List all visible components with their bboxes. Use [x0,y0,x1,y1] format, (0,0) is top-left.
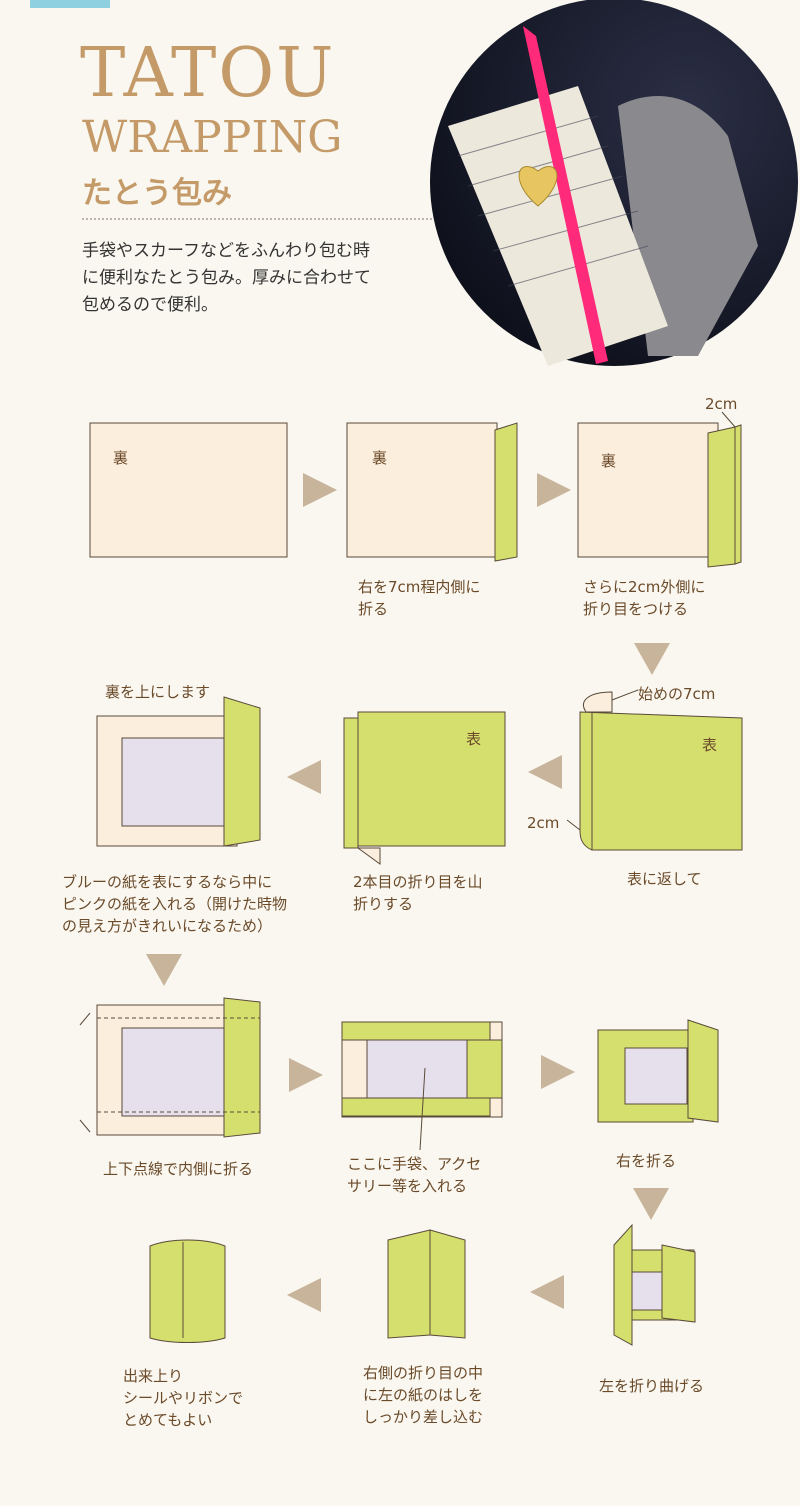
title-japanese: たとう包み [82,176,232,211]
label-back: 裏 [113,449,129,467]
step8-right-fold [466,1039,503,1099]
step5-back-flap [343,717,359,849]
step4-curl [583,691,613,713]
step3-caption: さらに2cm外側に 折り目をつける [583,578,706,618]
ribbon-image [523,26,608,364]
label-2cm: 2cm [527,814,560,832]
step6-caption: ブルーの紙を表にするなら中に ピンクの紙を入れる（開けた時物 の見え方がきれいに… [62,873,288,935]
arrow-right-icon [303,473,337,507]
step2-paper [346,422,498,558]
step5-paper [357,711,506,847]
label-first-7cm: 始めの7cm [638,685,716,703]
arrow-left-icon [530,1275,564,1309]
arrow-right-icon [537,473,571,507]
dotted-divider [82,218,432,220]
step10-left-fold [613,1223,633,1346]
arrow-right-icon [541,1055,575,1089]
heart-seal-image [518,165,558,207]
wrapped-roll-image [448,86,668,366]
step12-finished-wrap [149,1239,226,1343]
step3-paper [577,422,719,558]
step9-right-fold [687,1019,719,1123]
label-2cm: 2cm [705,395,738,413]
label-back: 裏 [601,452,617,470]
product-photo [430,0,798,366]
title-wrapping: WRAPPING [82,112,343,163]
label-front: 表 [466,730,482,748]
step5-caption: 2本目の折り目を山 折りする [353,873,483,913]
top-tab-decoration [30,0,110,8]
step8-caption: ここに手袋、アクセ サリー等を入れる [347,1155,482,1195]
label-back-up: 裏を上にします [105,683,211,701]
label-back: 裏 [372,449,388,467]
step12-caption: 出来上り シールやリボンで とめてもよい [123,1367,244,1429]
step8-bottom-fold [341,1097,491,1117]
step7-fold [223,997,261,1138]
arrow-left-icon [287,760,321,794]
step3-fold-outer [734,424,742,565]
arrow-down-icon [146,954,182,986]
step11-caption: 右側の折り目の中 に左の紙のはしを しっかり差し込む [363,1364,484,1426]
step2-caption: 右を7cm程内側に 折る [358,578,481,618]
step9-inner-paper [624,1047,688,1105]
step6-fold [223,696,261,847]
step4-paper [579,711,743,851]
arrow-down-icon [633,1188,669,1220]
arrow-left-icon [287,1278,321,1312]
step8-top-fold [341,1021,491,1041]
step7-inner-paper [121,1027,225,1117]
step11-paper [387,1229,431,1339]
step7-caption: 上下点線で内側に折る [103,1160,254,1178]
title-tatou: TATOU [80,34,336,113]
intro-text: 手袋やスカーフなどをふんわり包む時 に便利なたとう包み。厚みに合わせて 包めるの… [82,241,371,315]
step8-inner-paper [366,1039,468,1099]
arrow-down-icon [634,643,670,675]
step6-inner-paper [121,737,225,827]
label-front: 表 [702,736,718,754]
arrow-left-icon [528,755,562,789]
step2-fold [494,422,518,562]
step1-paper [89,422,288,558]
step10-caption: 左を折り曲げる [599,1377,705,1395]
step9-caption: 右を折る [616,1152,677,1170]
step4-caption: 表に返して [627,870,702,888]
step3-fold-inner [707,426,736,568]
arrow-right-icon [289,1058,323,1092]
